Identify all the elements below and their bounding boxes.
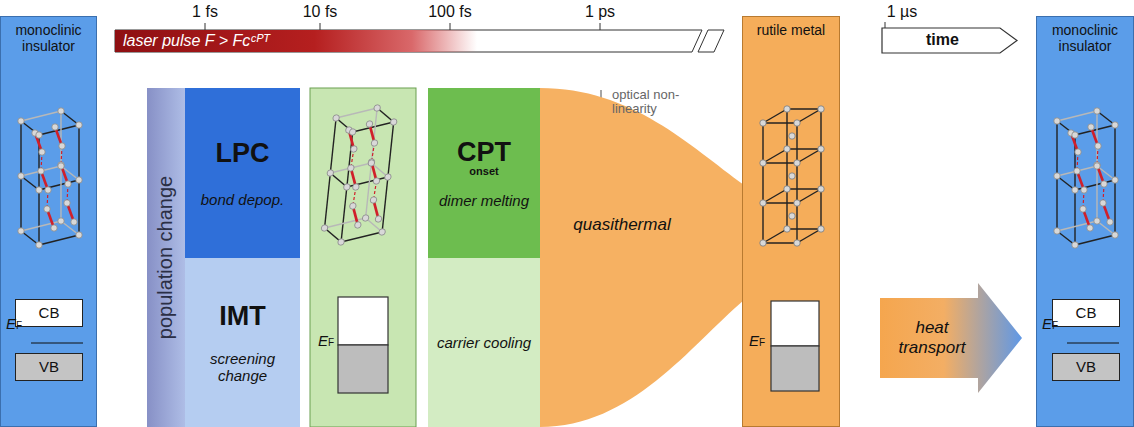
band-box: CB [1052, 299, 1120, 327]
quasithermal-funnel: quasithermal [540, 88, 744, 427]
node-text: dimer melting [439, 192, 529, 209]
process-box: IMT screening change [185, 258, 300, 427]
time-tick-label: 1 fs [192, 3, 218, 21]
fermi-level-label: EF [6, 316, 22, 333]
band-box: VB [15, 353, 83, 381]
intermediate-panel [310, 88, 416, 427]
shape-outline [540, 88, 744, 427]
band-box: VB [1052, 353, 1120, 381]
node-title: CB [1076, 304, 1097, 321]
node-title: laser pulse F > Fcᶜᴾᵀ [123, 32, 269, 50]
node-text: onset [469, 165, 498, 178]
node-title: monoclinic insulator [1039, 22, 1131, 54]
insulator-panel: monoclinic insulatorCB VB [1036, 16, 1134, 427]
band-box: CB [15, 299, 83, 327]
node-title: time [926, 31, 959, 49]
population-band: population change [147, 88, 185, 427]
node-title: quasithermal [573, 215, 670, 235]
fermi-level-label: EF [1042, 316, 1058, 333]
node-title: CPT [457, 137, 511, 168]
node-title: monoclinic insulator [3, 22, 94, 54]
metal-panel: rutile metal [742, 16, 840, 427]
node-title: population change [155, 176, 178, 339]
node-title: LPC [216, 138, 270, 169]
heat-arrow: heat transport [880, 283, 1022, 393]
fermi-level-label: EF [318, 333, 334, 350]
time-tick-label: 10 fs [303, 3, 338, 21]
time-tick-label: 100 fs [428, 3, 472, 21]
node-title: rutile metal [757, 22, 825, 38]
insulator-panel: monoclinic insulatorCB VB [0, 16, 97, 427]
node-title: VB [39, 358, 59, 375]
process-box: CPTonset dimer melting [428, 88, 540, 258]
annotation-text: optical non-linearity [612, 88, 707, 117]
time-tick-label: 1 µs [887, 3, 918, 21]
node-text: bond depop. [201, 191, 284, 208]
node-title: CB [39, 304, 60, 321]
node-title: VB [1076, 358, 1096, 375]
fermi-level-label: EF [749, 333, 765, 350]
node-title: heat transport [884, 318, 980, 357]
time-tick-label: 1 ps [585, 3, 615, 21]
process-box: carrier cooling [428, 258, 540, 427]
node-title: carrier cooling [437, 334, 531, 351]
process-box: LPC bond depop. [185, 88, 300, 258]
time-arrow: time [882, 28, 1018, 53]
panel-illustration [743, 17, 839, 426]
laser-pulse-bar: laser pulse F > Fcᶜᴾᵀ [115, 30, 477, 52]
node-title: IMT [219, 301, 266, 332]
node-text: screening change [187, 350, 298, 385]
